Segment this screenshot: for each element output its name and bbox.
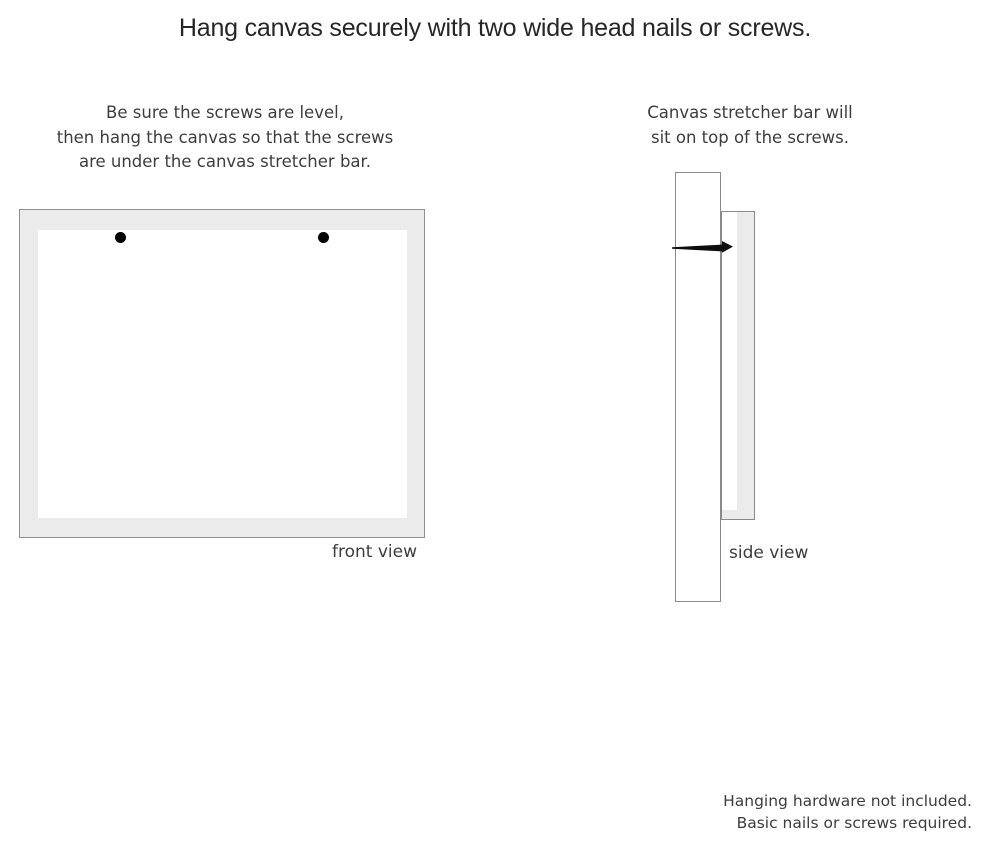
stretcher-bar-face [722, 212, 737, 510]
instruction-line-3: are under the canvas stretcher bar. [78, 152, 372, 171]
side-view-diagram [660, 165, 780, 615]
instruction-line-1: Canvas stretcher bar will [647, 103, 853, 122]
side-view-label: side view [729, 543, 809, 563]
front-view-label: front view [332, 542, 417, 562]
side-view-instructions: Canvas stretcher bar will sit on top of … [540, 101, 960, 150]
canvas-face [38, 230, 407, 518]
front-view-instructions: Be sure the screws are level, then hang … [10, 101, 440, 175]
footer-note: Hanging hardware not included. Basic nai… [620, 790, 972, 834]
right-screw-icon [318, 232, 329, 243]
wall-shape [675, 172, 721, 602]
instruction-line-1: Be sure the screws are level, [106, 103, 344, 122]
instruction-line-2: sit on top of the screws. [650, 127, 850, 147]
footer-line-2: Basic nails or screws required. [736, 814, 972, 832]
left-screw-icon [115, 232, 126, 243]
front-view-diagram [19, 209, 425, 538]
page-title: Hang canvas securely with two wide head … [178, 14, 812, 42]
nail-icon [672, 241, 733, 253]
footer-line-1: Hanging hardware not included. [723, 792, 972, 810]
instruction-line-2: then hang the canvas so that the screws [56, 127, 394, 147]
